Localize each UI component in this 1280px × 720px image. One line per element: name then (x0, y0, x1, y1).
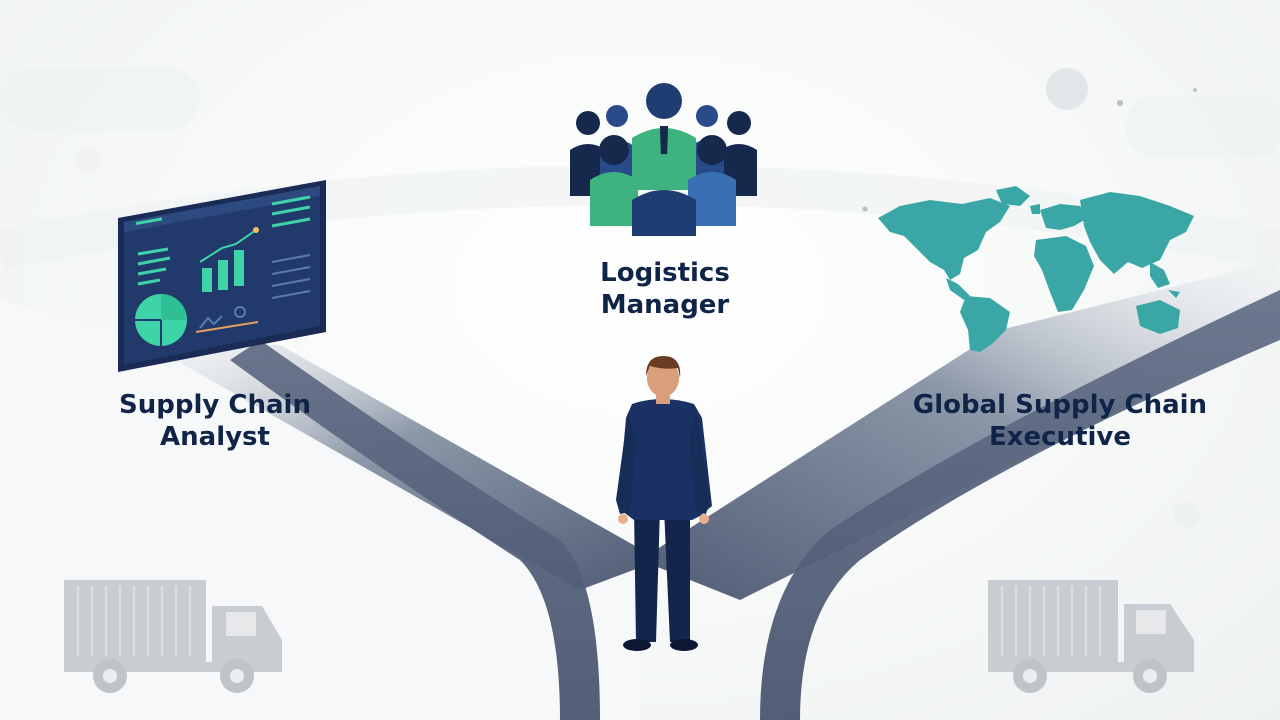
delivery-truck-icon (64, 580, 282, 693)
world-map-icon (878, 186, 1194, 352)
label-line: Supply Chain (119, 390, 311, 420)
label-line: Logistics (600, 258, 730, 288)
businessman-icon (616, 356, 712, 651)
delivery-truck-icon (988, 580, 1194, 693)
label-line: Global Supply Chain (912, 390, 1208, 420)
team-group-icon (570, 83, 757, 236)
career-label-global-supply-chain-executive: Global Supply Chain Executive (880, 389, 1240, 453)
label-line: Manager (600, 290, 730, 320)
label-line: Executive (988, 422, 1131, 452)
career-label-supply-chain-analyst: Supply Chain Analyst (80, 389, 350, 453)
career-label-logistics-manager: Logistics Manager (555, 257, 775, 321)
label-line: Analyst (160, 422, 270, 452)
analytics-dashboard-icon (118, 180, 326, 372)
